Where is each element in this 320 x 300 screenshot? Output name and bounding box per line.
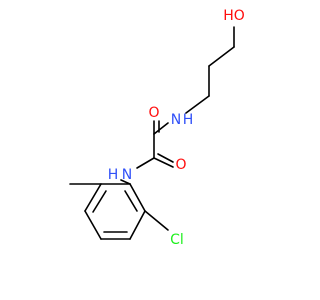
bond-c5-n2 — [136, 157, 155, 169]
ring-bond-2-inner — [92, 190, 107, 213]
amide-h-top-label: H — [183, 112, 194, 128]
amide-n-bottom-label: N — [122, 167, 132, 183]
carbonyl-o-bottom-label: O — [175, 157, 186, 173]
structure-diagram: HO N H O O N H Cl — [69, 8, 245, 248]
amide-n-top-label: N — [171, 112, 181, 128]
ring-bond-6-inner — [124, 190, 138, 212]
chloro-label: Cl — [170, 232, 184, 248]
bonds — [69, 26, 235, 240]
atom-labels: HO N H O O N H Cl — [108, 8, 245, 248]
bond-c1-c2 — [208, 46, 235, 67]
amide-h-bottom-label: H — [108, 167, 119, 183]
ring-bond-3 — [84, 210, 102, 240]
bond-c5-o2a — [153, 157, 174, 168]
hydroxyl-label: HO — [223, 8, 245, 24]
bond-c5-o2b — [157, 153, 174, 163]
bond-n1-c4 — [153, 122, 169, 135]
ring-bond-2 — [84, 183, 102, 212]
carbonyl-o-top-label: O — [148, 105, 159, 121]
ring-bond-5 — [129, 210, 146, 240]
molecule-canvas: HO N H O O N H Cl — [69, 8, 245, 248]
bond-c-cl — [144, 210, 169, 231]
bond-c3-n1 — [185, 95, 210, 114]
ring-bond-6 — [129, 183, 146, 212]
